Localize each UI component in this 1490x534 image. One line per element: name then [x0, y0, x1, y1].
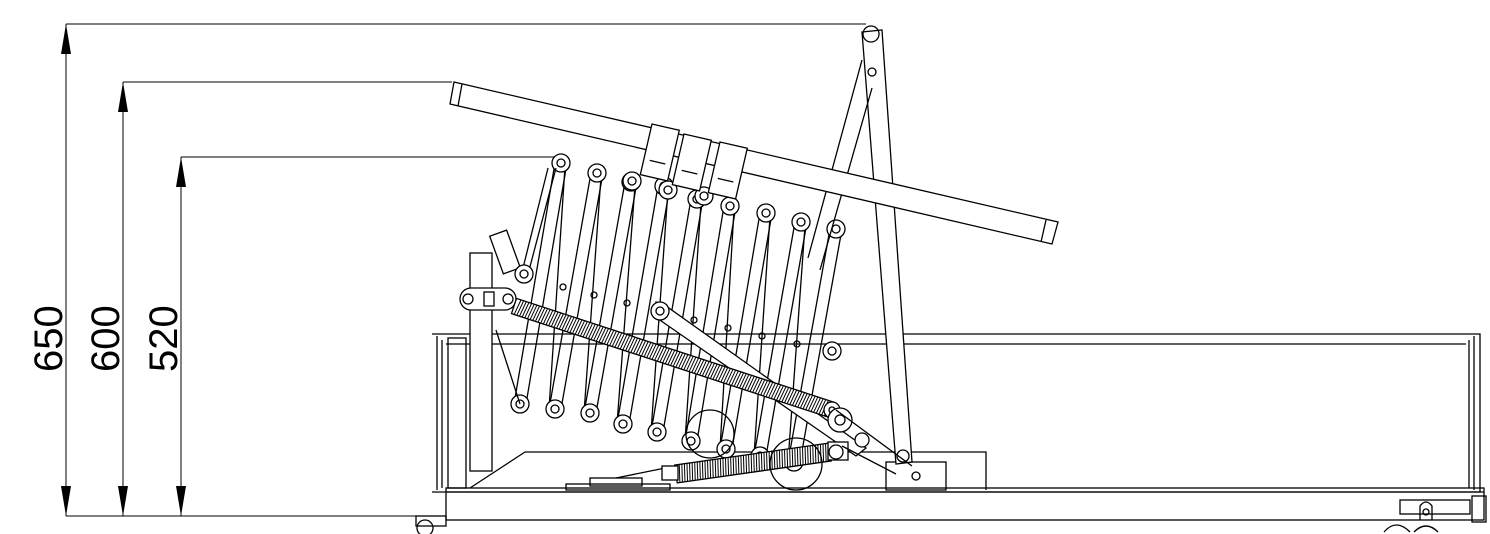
dimension-600-arrow-top	[118, 82, 128, 112]
scissor-pin-top	[756, 203, 776, 223]
scissor-pin-bottom	[613, 414, 633, 434]
scissor-pin-middle	[758, 332, 766, 340]
handrail	[449, 81, 1059, 245]
dimension-520-label: 520	[142, 305, 186, 372]
scissor-pin-middle	[623, 299, 631, 307]
dimension-650-arrow-bottom	[61, 486, 71, 516]
dimension-650-arrow-top	[61, 24, 71, 54]
left-post	[459, 229, 522, 472]
scissor-pin-bottom	[580, 403, 600, 423]
scissor-pin-middle	[690, 316, 698, 324]
ladder-casing	[415, 333, 1487, 534]
handrail-clamps	[639, 123, 749, 200]
dimension-600-label: 600	[84, 305, 128, 372]
pulleys	[685, 407, 913, 491]
dimension-520-arrow-bottom	[176, 486, 186, 516]
scissor-pin-middle	[559, 283, 567, 291]
main-spring	[510, 297, 841, 419]
dimension-600-arrow-bottom	[118, 486, 128, 516]
dimension-650-label: 650	[27, 305, 71, 372]
scissor-pin-top	[791, 212, 811, 232]
scissor-pin-middle	[590, 291, 598, 299]
scissor-pin-top	[551, 153, 571, 173]
dimension-520-arrow-top	[176, 157, 186, 187]
scissor-pin-top	[587, 163, 607, 183]
scissor-pin-bottom	[545, 399, 565, 419]
scissor-pin-bottom	[647, 422, 667, 442]
lower-spring	[661, 441, 849, 484]
dimension-600: 600	[84, 81, 452, 516]
scissor-pin-middle	[793, 340, 801, 348]
scissor-pin-top	[826, 219, 846, 239]
scissor-pin-top	[720, 196, 740, 216]
dimension-520: 520	[142, 156, 556, 516]
scissor-pin-middle	[724, 324, 732, 332]
dimension-650: 650	[27, 23, 866, 516]
scissor-pin-bottom	[681, 431, 701, 451]
